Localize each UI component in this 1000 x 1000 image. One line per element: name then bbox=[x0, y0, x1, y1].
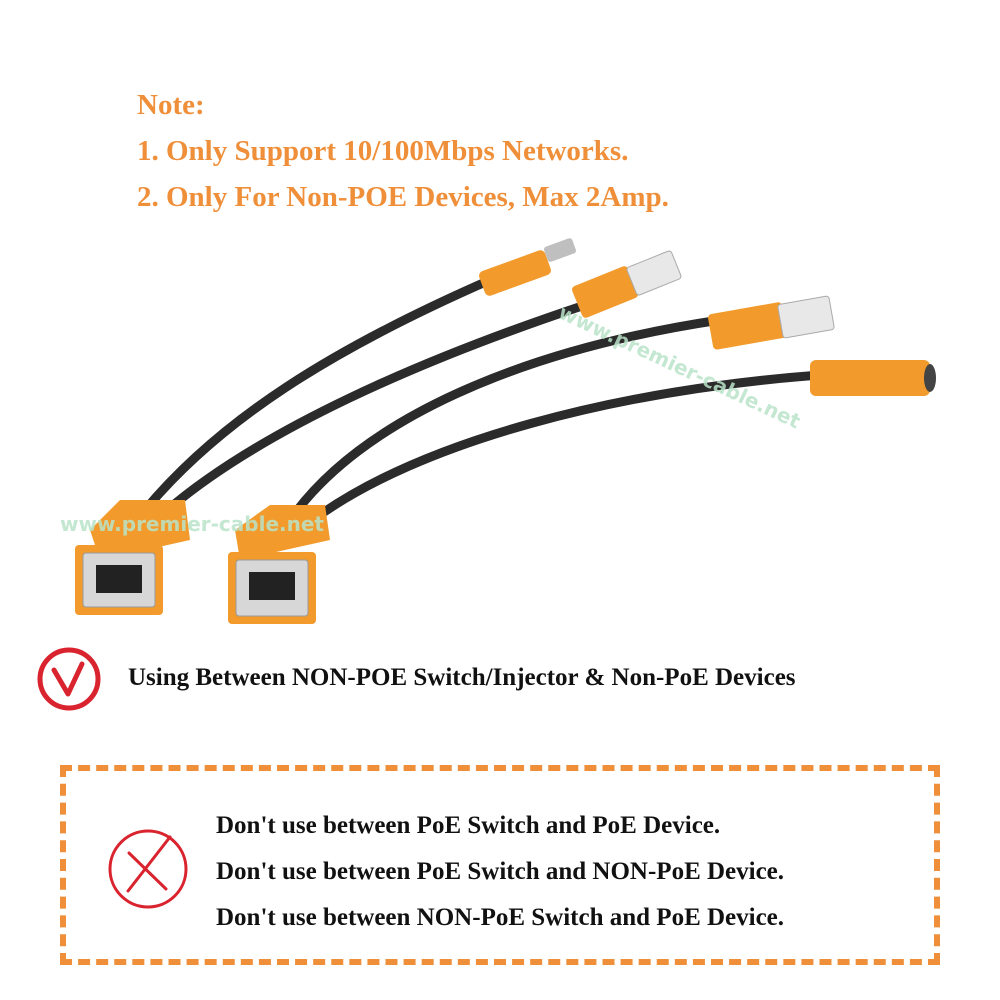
check-circle-icon bbox=[37, 647, 101, 711]
note-block: Note: 1. Only Support 10/100Mbps Network… bbox=[137, 82, 669, 220]
rj45-plug-middle bbox=[708, 295, 835, 350]
unsupported-usage-list: Don't use between PoE Switch and PoE Dev… bbox=[216, 803, 784, 941]
supported-usage-text: Using Between NON-POE Switch/Injector & … bbox=[128, 664, 796, 691]
unsupported-usage-item: Don't use between NON-PoE Switch and PoE… bbox=[216, 904, 785, 931]
dc-female-jack bbox=[810, 360, 936, 396]
cross-circle-icon bbox=[108, 829, 188, 909]
rj45-plug-top bbox=[572, 250, 682, 318]
rj45-jack-right bbox=[228, 505, 330, 624]
unsupported-usage-item: Don't use between PoE Switch and PoE Dev… bbox=[216, 812, 721, 839]
note-heading: Note: bbox=[137, 89, 205, 121]
watermark: www.premier-cable.net bbox=[60, 512, 324, 536]
unsupported-usage-item: Don't use between PoE Switch and NON-PoE… bbox=[216, 858, 785, 885]
dc-male-plug bbox=[479, 238, 576, 296]
rj45-jack-left bbox=[75, 500, 190, 615]
supported-usage-row: Using Between NON-POE Switch/Injector & … bbox=[36, 646, 976, 712]
poe-splitter-cable-image bbox=[75, 238, 936, 624]
unsupported-usage-box: Don't use between PoE Switch and PoE Dev… bbox=[60, 765, 940, 965]
note-line-2: 2. Only For Non-POE Devices, Max 2Amp. bbox=[137, 181, 669, 213]
note-line-1: 1. Only Support 10/100Mbps Networks. bbox=[137, 135, 629, 167]
